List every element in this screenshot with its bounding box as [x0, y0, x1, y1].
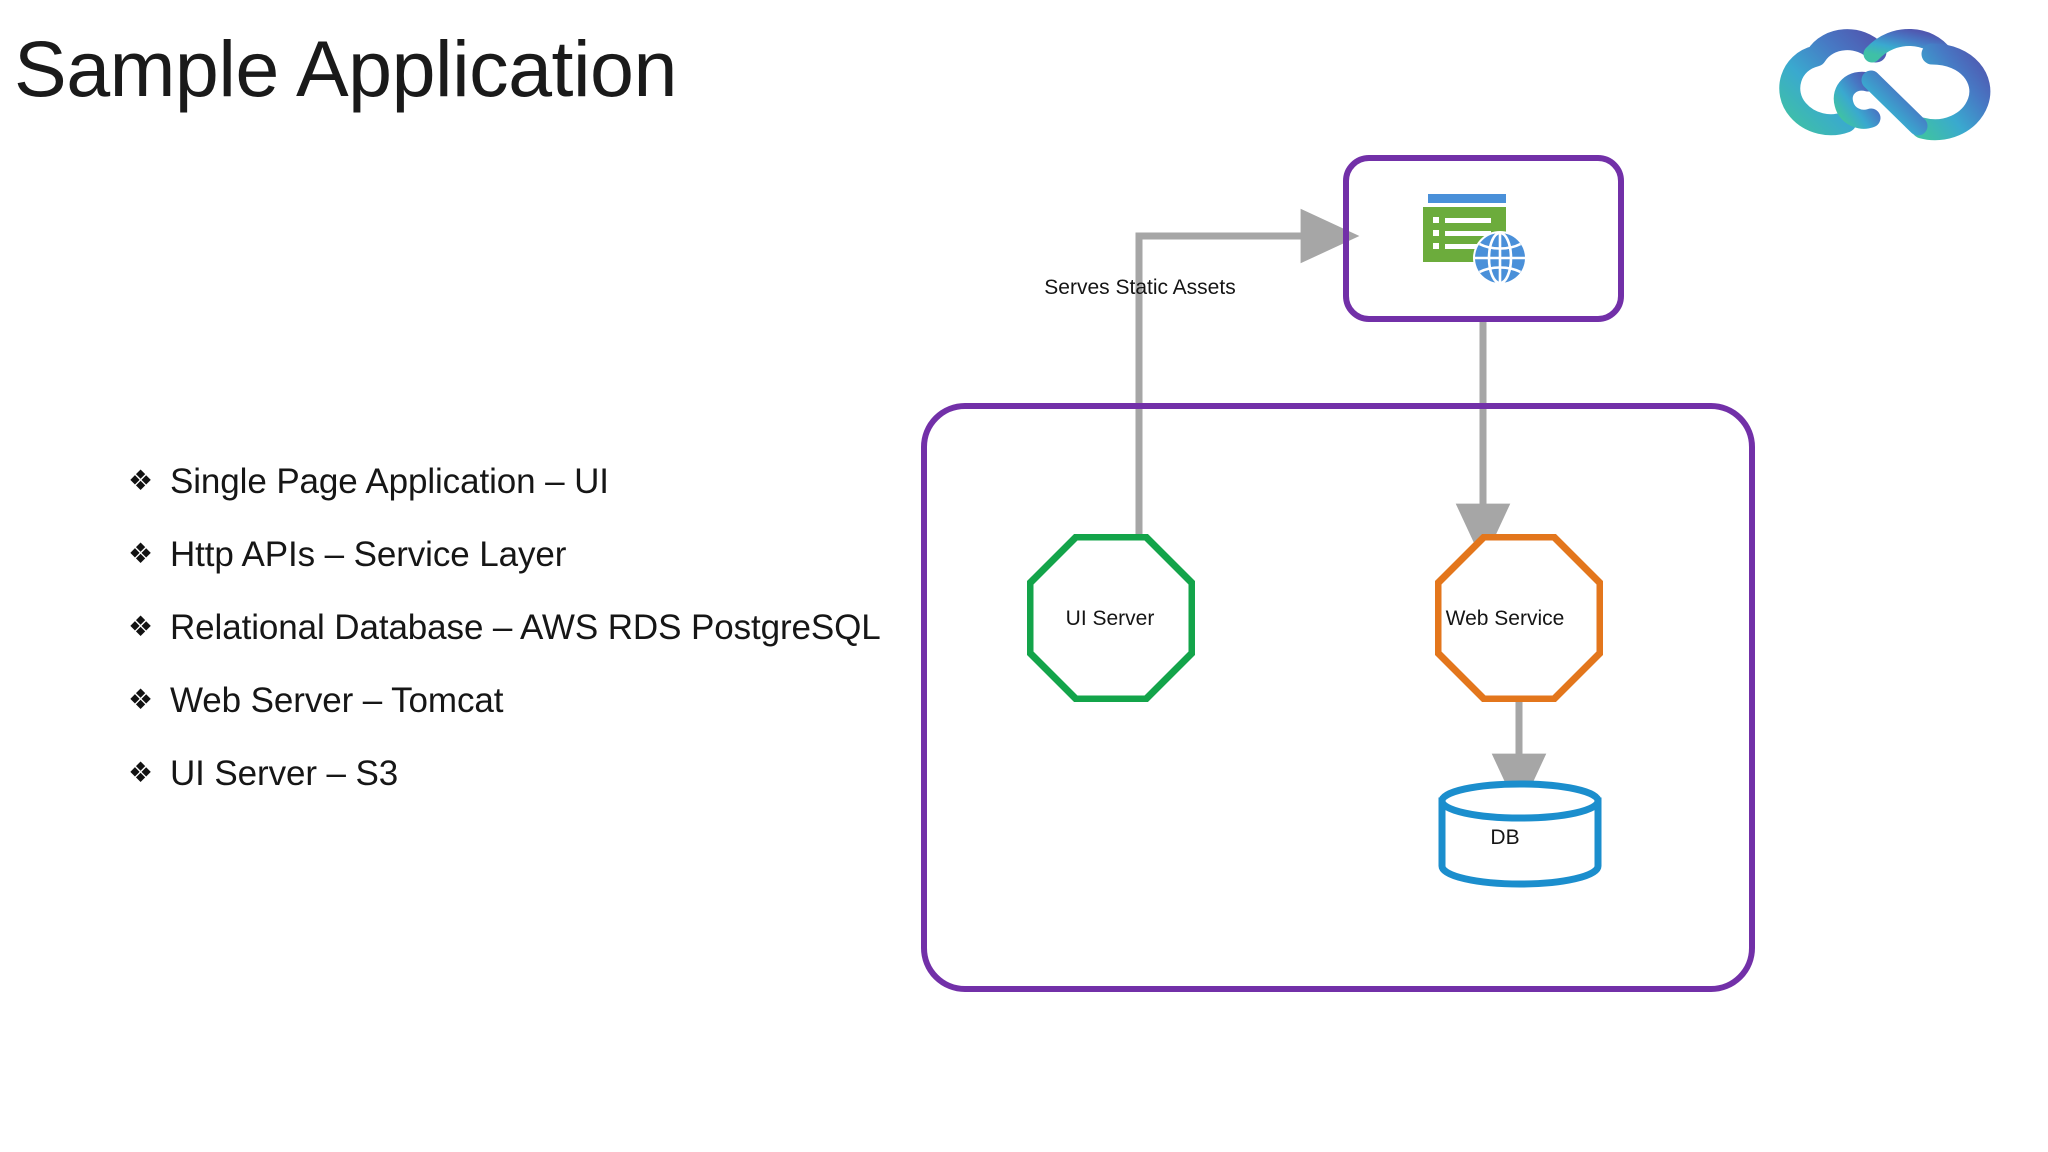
- browser-container: [1343, 155, 1624, 322]
- list-item: ❖ Http APIs – Service Layer: [128, 535, 888, 608]
- application-boundary-container: [921, 403, 1755, 992]
- cnd-cloud-logo: [1772, 18, 2004, 142]
- list-item-label: Http APIs – Service Layer: [170, 535, 567, 574]
- list-item-label: Web Server – Tomcat: [170, 681, 504, 720]
- diamond-bullet-icon: ❖: [128, 465, 154, 496]
- edge-label-serves-static-assets: Serves Static Assets: [1044, 276, 1236, 299]
- list-item: ❖ Single Page Application – UI: [128, 462, 888, 535]
- list-item: ❖ UI Server – S3: [128, 754, 888, 827]
- node-ui-server-label: UI Server: [1065, 607, 1155, 630]
- page-title: Sample Application: [14, 24, 677, 113]
- list-item: ❖ Relational Database – AWS RDS PostgreS…: [128, 608, 888, 681]
- diamond-bullet-icon: ❖: [128, 684, 154, 715]
- diamond-bullet-icon: ❖: [128, 611, 154, 642]
- node-web-service-label: Web Service: [1445, 607, 1565, 630]
- node-db: [1438, 780, 1602, 888]
- list-item-label: UI Server – S3: [170, 754, 399, 793]
- browser-globe-icon: [1415, 192, 1539, 288]
- node-web-service: [1435, 534, 1603, 702]
- list-item-label: Relational Database – AWS RDS PostgreSQL: [170, 608, 881, 647]
- list-item-label: Single Page Application – UI: [170, 462, 609, 501]
- node-ui-server: [1027, 534, 1195, 702]
- diamond-bullet-icon: ❖: [128, 538, 154, 569]
- node-db-label: DB: [1490, 826, 1520, 849]
- diamond-bullet-icon: ❖: [128, 757, 154, 788]
- list-item: ❖ Web Server – Tomcat: [128, 681, 888, 754]
- edge-ui-server-to-browser: [1135, 208, 1360, 540]
- bullet-list: ❖ Single Page Application – UI ❖ Http AP…: [128, 462, 888, 827]
